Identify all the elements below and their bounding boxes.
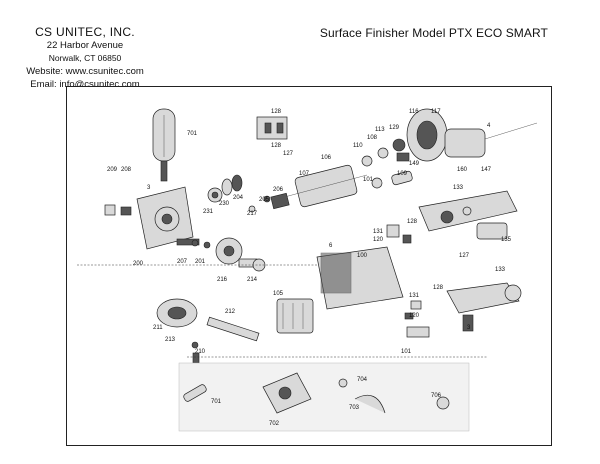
- part-label: 117: [431, 109, 441, 115]
- part-label: 214: [247, 277, 258, 283]
- part-label: 100: [357, 253, 368, 259]
- part-label: 109: [397, 171, 408, 177]
- armature-part: [270, 164, 368, 210]
- part-label: 129: [389, 125, 400, 131]
- part-label: 206: [273, 187, 284, 193]
- field-coil-part: [276, 298, 314, 334]
- part-label: 213: [165, 337, 176, 343]
- part-label: 231: [203, 209, 214, 215]
- company-website: Website: www.csunitec.com: [26, 66, 144, 77]
- part-label: 106: [321, 155, 332, 161]
- part-label: 204: [233, 195, 244, 201]
- side-handle-part: [152, 108, 176, 182]
- bearing-parts: [207, 174, 271, 213]
- part-label: 135: [501, 237, 512, 243]
- accessory-strip: [178, 362, 470, 432]
- gear-wheel-part: [191, 237, 266, 272]
- switch-parts: [386, 224, 422, 320]
- part-label: 105: [273, 291, 284, 297]
- part-label: 107: [299, 171, 310, 177]
- part-label: 208: [121, 167, 132, 173]
- company-header: CS UNITEC, INC. 22 Harbor Avenue Norwalk…: [10, 26, 160, 91]
- part-label: 704: [357, 377, 368, 383]
- rear-housing-part: [418, 190, 518, 240]
- brush-holder-part: [256, 116, 288, 140]
- part-label: 216: [217, 277, 228, 283]
- part-label: 217: [247, 211, 258, 217]
- part-label: 3: [467, 325, 471, 331]
- part-label: 160: [457, 167, 468, 173]
- part-label: 113: [375, 127, 385, 133]
- part-label: 212: [225, 309, 236, 315]
- part-label: 127: [459, 253, 470, 259]
- part-label: 6: [329, 243, 333, 249]
- part-label: 116: [409, 109, 419, 115]
- part-label: 147: [481, 167, 492, 173]
- part-label: 133: [495, 267, 506, 273]
- part-label: 128: [407, 219, 418, 225]
- gear-housing-part: [104, 186, 200, 250]
- exploded-parts-diagram: 701 128 128 127 106 113 116 117 4 110 10…: [66, 86, 552, 446]
- part-label: 101: [363, 177, 374, 183]
- document-title: Surface Finisher Model PTX ECO SMART: [319, 26, 548, 40]
- part-label: 205: [259, 197, 270, 203]
- part-label: 210: [195, 349, 206, 355]
- part-label: 701: [211, 399, 222, 405]
- part-label: 703: [349, 405, 360, 411]
- part-label: 133: [453, 185, 464, 191]
- part-label: 108: [367, 135, 378, 141]
- part-label: 101: [401, 349, 412, 355]
- company-name: CS UNITEC, INC.: [35, 25, 135, 39]
- part-label: 702: [269, 421, 280, 427]
- rear-handle-part: [406, 282, 522, 338]
- part-label: 131: [373, 229, 384, 235]
- part-label: 706: [431, 393, 442, 399]
- company-email: Email: info@csunitec.com: [30, 79, 140, 90]
- part-label: 3: [147, 185, 151, 191]
- part-label: 128: [433, 285, 444, 291]
- part-label: 4: [487, 123, 491, 129]
- part-label: 211: [153, 325, 163, 331]
- parts-drawing: [77, 108, 538, 432]
- field-housing-part: [316, 246, 404, 310]
- address-line-2: Norwalk, CT 06850: [48, 53, 122, 63]
- motor-housing-top-part: [406, 108, 538, 162]
- part-label: 207: [177, 259, 188, 265]
- address-line-1: 22 Harbor Avenue: [46, 40, 124, 51]
- part-label: 131: [409, 293, 420, 299]
- part-label: 127: [283, 151, 294, 157]
- flange-spindle-part: [156, 298, 260, 364]
- part-label: 120: [373, 237, 384, 243]
- part-label: 128: [271, 109, 282, 115]
- part-label: 701: [187, 131, 198, 137]
- part-label: 230: [219, 201, 230, 207]
- part-label: 209: [107, 167, 118, 173]
- part-label: 149: [409, 161, 420, 167]
- part-label: 120: [409, 313, 420, 319]
- part-label: 128: [271, 143, 282, 149]
- small-parts-cluster: [361, 138, 413, 189]
- part-label: 110: [353, 143, 363, 149]
- part-label: 201: [195, 259, 206, 265]
- part-label: 200: [133, 261, 144, 267]
